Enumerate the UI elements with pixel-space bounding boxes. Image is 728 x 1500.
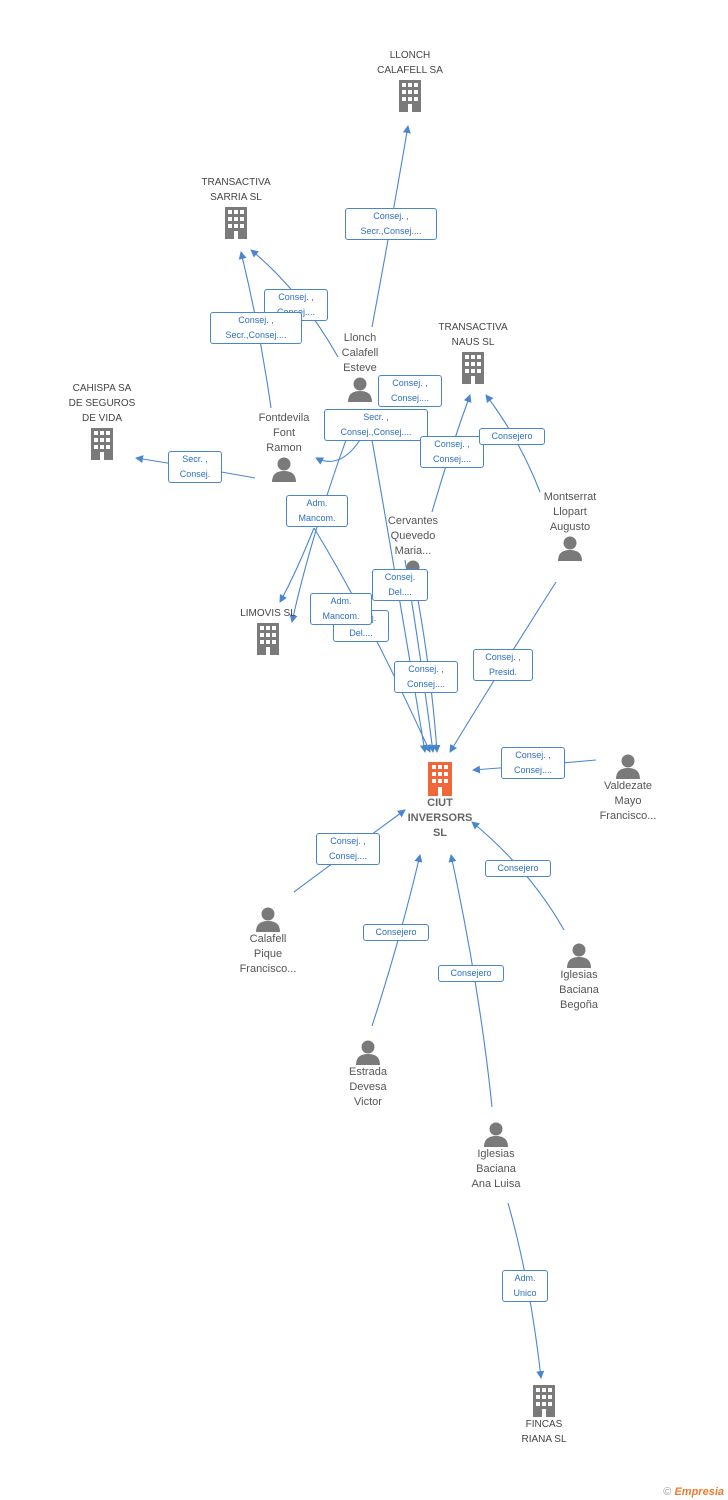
building-icon xyxy=(257,623,279,655)
person-label: Montserrat Llopart Augusto xyxy=(543,491,597,533)
edge-label[interactable]: Consej. , Secr.,Consej.... xyxy=(210,312,302,344)
person-label: Cervantes Quevedo Maria... xyxy=(387,515,439,557)
company-label: LIMOVIS SL xyxy=(240,608,296,619)
edge-label[interactable]: Consejero xyxy=(479,428,545,445)
company-llonch-calafell-sa[interactable]: LLONCH CALAFELL SA xyxy=(360,48,460,112)
edge-iglesias-ana-to-ciut xyxy=(448,854,493,1108)
company-label: CIUT INVERSORS SL xyxy=(407,797,473,839)
edge-label[interactable]: Consej. , Consej.... xyxy=(501,747,565,779)
person-icon xyxy=(356,1040,380,1065)
edge-label[interactable]: Consej. Del.... xyxy=(372,569,428,601)
company-label: FINCAS RIANA SL xyxy=(521,1419,567,1445)
building-icon xyxy=(462,352,484,384)
copyright-icon: © xyxy=(663,1486,672,1498)
edge-label[interactable]: Secr. , Consej. xyxy=(168,451,222,483)
person-iglesias-begona[interactable]: Iglesias Baciana Begoña xyxy=(539,942,619,1013)
person-fontdevila[interactable]: Fontdevila Font Ramon xyxy=(244,411,324,482)
company-label: CAHISPA SA DE SEGUROS DE VIDA xyxy=(68,383,136,424)
edge-label[interactable]: Consej. , Consej.... xyxy=(394,661,458,693)
edge-label[interactable]: Consej. , Consej.... xyxy=(378,375,442,407)
footer-brand[interactable]: © Empresia xyxy=(663,1486,724,1498)
building-icon xyxy=(428,762,452,796)
company-label: TRANSACTIVA SARRIA SL xyxy=(201,177,271,203)
person-estrada[interactable]: Estrada Devesa Victor xyxy=(328,1039,408,1110)
person-icon xyxy=(616,754,640,779)
edge-label[interactable]: Consej. , Consej.... xyxy=(316,833,380,865)
person-label: Llonch Calafell Esteve xyxy=(341,332,379,374)
person-icon xyxy=(567,943,591,968)
person-label: Iglesias Baciana Ana Luisa xyxy=(471,1148,521,1190)
edge-label[interactable]: Consej. , Consej.... xyxy=(420,436,484,468)
company-cahispa[interactable]: CAHISPA SA DE SEGUROS DE VIDA xyxy=(52,381,152,460)
company-transactiva-naus[interactable]: TRANSACTIVA NAUS SL xyxy=(423,320,523,384)
person-label: Calafell Pique Francisco... xyxy=(239,933,297,975)
person-icon xyxy=(558,536,582,561)
company-ciut-inversors[interactable]: CIUT INVERSORS SL xyxy=(390,760,490,841)
edge-label[interactable]: Consejero xyxy=(438,965,504,982)
brand-logo: Empresia xyxy=(674,1486,724,1498)
edge-label[interactable]: Consejero xyxy=(485,860,551,877)
person-label: Valdezate Mayo Francisco... xyxy=(599,780,657,822)
company-transactiva-sarria[interactable]: TRANSACTIVA SARRIA SL xyxy=(186,175,286,239)
company-fincas-riana[interactable]: FINCAS RIANA SL xyxy=(494,1383,594,1447)
edge-fontdevila-to-limovis xyxy=(279,527,315,603)
person-icon xyxy=(348,377,372,402)
company-label: TRANSACTIVA NAUS SL xyxy=(438,322,508,348)
edge-llonch-to-limovis xyxy=(289,439,347,623)
person-label: Fontdevila Font Ramon xyxy=(258,412,310,454)
person-iglesias-ana[interactable]: Iglesias Baciana Ana Luisa xyxy=(456,1121,536,1192)
person-icon xyxy=(256,907,280,932)
person-icon xyxy=(484,1122,508,1147)
edge-label[interactable]: Adm. Unico xyxy=(502,1270,548,1302)
edge-label[interactable]: Consej. , Secr.,Consej.... xyxy=(345,208,437,240)
building-icon xyxy=(533,1385,555,1417)
person-label: Iglesias Baciana Begoña xyxy=(559,969,599,1011)
edge-label[interactable]: Adm. Mancom. xyxy=(310,593,372,625)
person-label: Estrada Devesa Victor xyxy=(349,1066,387,1108)
building-icon xyxy=(399,80,421,112)
building-icon xyxy=(225,207,247,239)
person-calafell-pique[interactable]: Calafell Pique Francisco... xyxy=(228,906,308,977)
edge-label[interactable]: Secr. , Consej.,Consej.... xyxy=(324,409,428,441)
edge-label[interactable]: Consej. , Presid. xyxy=(473,649,533,681)
edge-llonch-to-cervantes-extra xyxy=(315,439,361,465)
edge-label[interactable]: Consejero xyxy=(363,924,429,941)
company-label: LLONCH CALAFELL SA xyxy=(377,50,443,76)
building-icon xyxy=(91,428,113,460)
person-valdezate[interactable]: Valdezate Mayo Francisco... xyxy=(588,753,668,824)
company-limovis[interactable]: LIMOVIS SL xyxy=(218,606,318,655)
person-icon xyxy=(272,457,296,482)
person-llonch-calafell-esteve[interactable]: Llonch Calafell Esteve xyxy=(320,331,400,402)
person-montserrat[interactable]: Montserrat Llopart Augusto xyxy=(530,490,610,561)
edge-label[interactable]: Adm. Mancom. xyxy=(286,495,348,527)
